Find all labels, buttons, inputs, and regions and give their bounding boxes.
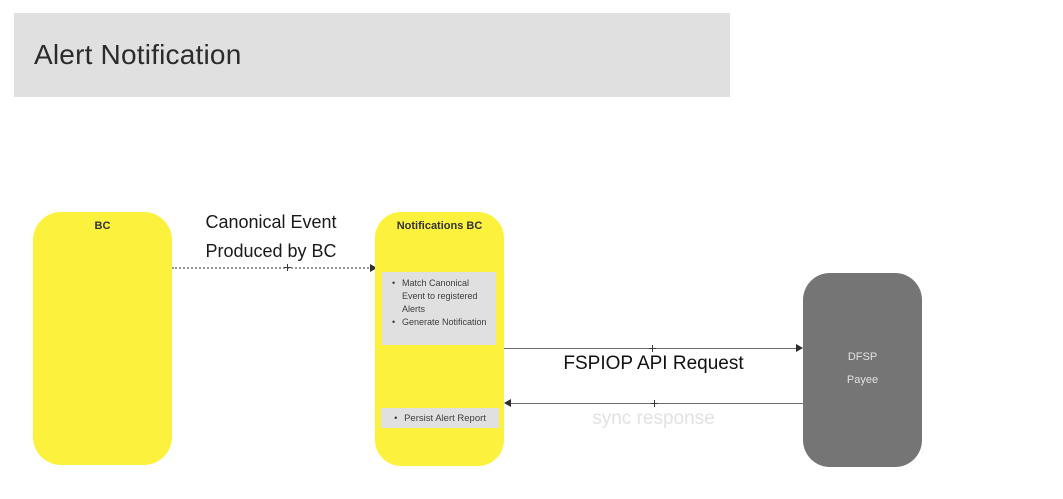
canonical-event-waypoint-icon bbox=[284, 264, 291, 271]
canonical-event-arrow bbox=[172, 267, 372, 269]
canonical-event-label: Canonical Event Produced by BC bbox=[178, 208, 364, 266]
title-banner: Alert Notification bbox=[14, 13, 730, 97]
fspiop-request-arrowhead-icon bbox=[796, 344, 803, 352]
dfsp-node-label-line1: DFSP bbox=[847, 351, 878, 363]
notifications-bc-node-label: Notifications BC bbox=[396, 220, 483, 232]
dfsp-node-label-line2: Payee bbox=[846, 374, 879, 386]
sync-response-arrowhead-icon bbox=[504, 399, 511, 407]
canonical-event-label-line1: Canonical Event bbox=[205, 212, 337, 232]
sync-response-waypoint-icon bbox=[651, 400, 658, 407]
fspiop-request-label: FSPIOP API Request bbox=[563, 353, 744, 374]
fspiop-request-waypoint-icon bbox=[649, 345, 656, 352]
page-title: Alert Notification bbox=[34, 39, 242, 70]
sync-response-label: sync response bbox=[592, 408, 715, 429]
task-item: Persist Alert Report bbox=[394, 413, 486, 424]
bc-node-label: BC bbox=[94, 220, 111, 232]
bc-node: BC bbox=[33, 212, 172, 465]
dfsp-payee-node: DFSP Payee bbox=[803, 273, 922, 467]
notifications-task-list: Match Canonical Event to registered Aler… bbox=[382, 277, 492, 329]
notifications-task-box: Match Canonical Event to registered Aler… bbox=[382, 272, 496, 345]
canonical-event-arrowhead-icon bbox=[370, 264, 377, 272]
notifications-bc-node: Notifications BC Match Canonical Event t… bbox=[375, 212, 504, 466]
persist-alert-report-box: Persist Alert Report bbox=[381, 408, 499, 428]
task-item: Match Canonical Event to registered Aler… bbox=[392, 277, 492, 316]
task-item: Generate Notification bbox=[392, 316, 492, 329]
canonical-event-label-line2: Produced by BC bbox=[205, 241, 337, 261]
